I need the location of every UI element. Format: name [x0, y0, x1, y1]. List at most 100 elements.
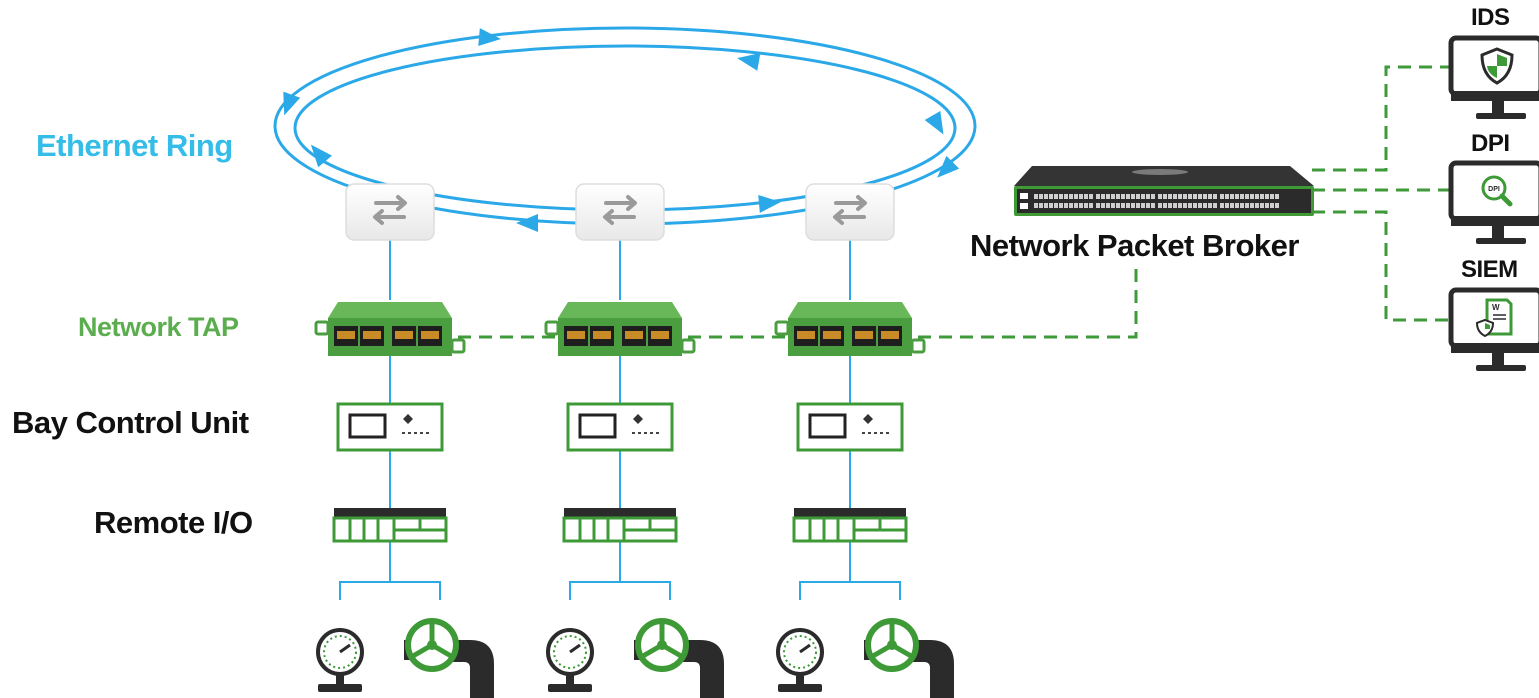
document-shield-icon: W	[1475, 298, 1513, 338]
npb-port	[1230, 203, 1234, 208]
monitoring-links	[458, 65, 1450, 339]
npb-port	[1173, 203, 1177, 208]
ring-arrow	[478, 28, 501, 47]
npb-port	[1131, 194, 1135, 199]
npb-port	[1235, 194, 1239, 199]
npb-port	[1044, 194, 1048, 199]
remote-io-icon	[562, 508, 678, 543]
npb-port	[1054, 194, 1058, 199]
npb-port	[1245, 203, 1249, 208]
npb-port	[1106, 194, 1110, 199]
npb-port	[1250, 203, 1254, 208]
ring-arrows	[283, 28, 960, 232]
monitor-siem: W	[1448, 287, 1539, 371]
tap-port	[418, 326, 442, 346]
field-bus	[799, 581, 901, 600]
npb-port	[1074, 203, 1078, 208]
npb-port	[1089, 194, 1093, 199]
npb-port	[1250, 194, 1254, 199]
npb-port	[1126, 203, 1130, 208]
npb-port	[1275, 203, 1279, 208]
tap-port	[820, 326, 844, 346]
npb-port	[1096, 194, 1100, 199]
npb-port	[1049, 203, 1053, 208]
shield-icon	[1480, 47, 1514, 85]
npb-port	[1203, 203, 1207, 208]
magnifier-icon: DPI	[1481, 175, 1513, 207]
ring-arrow	[937, 155, 960, 178]
ids-label: IDS	[1471, 4, 1510, 31]
tap-port	[852, 326, 876, 346]
monitor-ids	[1448, 35, 1539, 119]
network-tap-icon	[314, 302, 466, 356]
npb-port	[1116, 194, 1120, 199]
valve-pipe-icon	[634, 618, 724, 698]
npb-port	[1260, 203, 1264, 208]
npb-port	[1034, 194, 1038, 199]
npb-port	[1213, 203, 1217, 208]
npb-port	[1173, 194, 1177, 199]
npb-port	[1141, 203, 1145, 208]
npb-port	[1265, 203, 1269, 208]
npb-port	[1079, 203, 1083, 208]
npb-port	[1034, 203, 1038, 208]
tap-port	[590, 326, 614, 346]
tap-port	[334, 326, 358, 346]
tap-port	[622, 326, 646, 346]
pressure-gauge-icon	[776, 628, 824, 692]
network-tap-icon	[544, 302, 696, 356]
network-packet-broker-device	[1014, 166, 1314, 216]
ring-arrow	[737, 53, 761, 71]
npb-port	[1213, 194, 1217, 199]
npb-port	[1111, 194, 1115, 199]
bay	[314, 183, 494, 698]
dpi-screen-text: DPI	[1488, 186, 1500, 193]
npb-port	[1146, 203, 1150, 208]
npb-port	[1158, 203, 1162, 208]
npb-port	[1208, 203, 1212, 208]
npb-port	[1178, 203, 1182, 208]
remote-io-label: Remote I/O	[94, 505, 253, 540]
npb-port	[1260, 194, 1264, 199]
npb-port	[1255, 203, 1259, 208]
network-tap-icon	[774, 302, 926, 356]
npb-port	[1225, 194, 1229, 199]
npb-port	[1084, 203, 1088, 208]
valve-pipe-icon	[864, 618, 954, 698]
npb-port	[1208, 194, 1212, 199]
npb-port	[1106, 203, 1110, 208]
tap-port	[878, 326, 902, 346]
npb-port	[1203, 194, 1207, 199]
npb-port	[1270, 203, 1274, 208]
npb-port	[1084, 194, 1088, 199]
npb-port	[1054, 203, 1058, 208]
bay	[774, 183, 954, 698]
dpi-label: DPI	[1471, 130, 1510, 157]
tap-port	[794, 326, 818, 346]
npb-port	[1121, 194, 1125, 199]
ethernet-ring-label: Ethernet Ring	[36, 128, 233, 163]
monitor-dpi: DPI	[1448, 160, 1539, 244]
switch-arrows-icon	[805, 183, 895, 241]
npb-port	[1069, 194, 1073, 199]
npb-port	[1168, 194, 1172, 199]
npb-port	[1163, 194, 1167, 199]
npb-port	[1151, 203, 1155, 208]
bay-control-unit-icon	[796, 402, 904, 452]
tap-npb-dashed-link	[918, 266, 1138, 339]
npb-port	[1089, 203, 1093, 208]
npb-port	[1188, 203, 1192, 208]
bay-control-unit-icon	[566, 402, 674, 452]
npb-port	[1111, 203, 1115, 208]
npb-port	[1225, 203, 1229, 208]
bay	[544, 183, 724, 698]
npb-port	[1270, 194, 1274, 199]
npb-port	[1245, 194, 1249, 199]
tap-port	[392, 326, 416, 346]
npb-port	[1220, 194, 1224, 199]
remote-io-icon	[792, 508, 908, 543]
field-bus	[569, 581, 671, 600]
npb-port	[1235, 203, 1239, 208]
security-tools: DPI W	[1448, 35, 1539, 371]
npb-port	[1044, 203, 1048, 208]
